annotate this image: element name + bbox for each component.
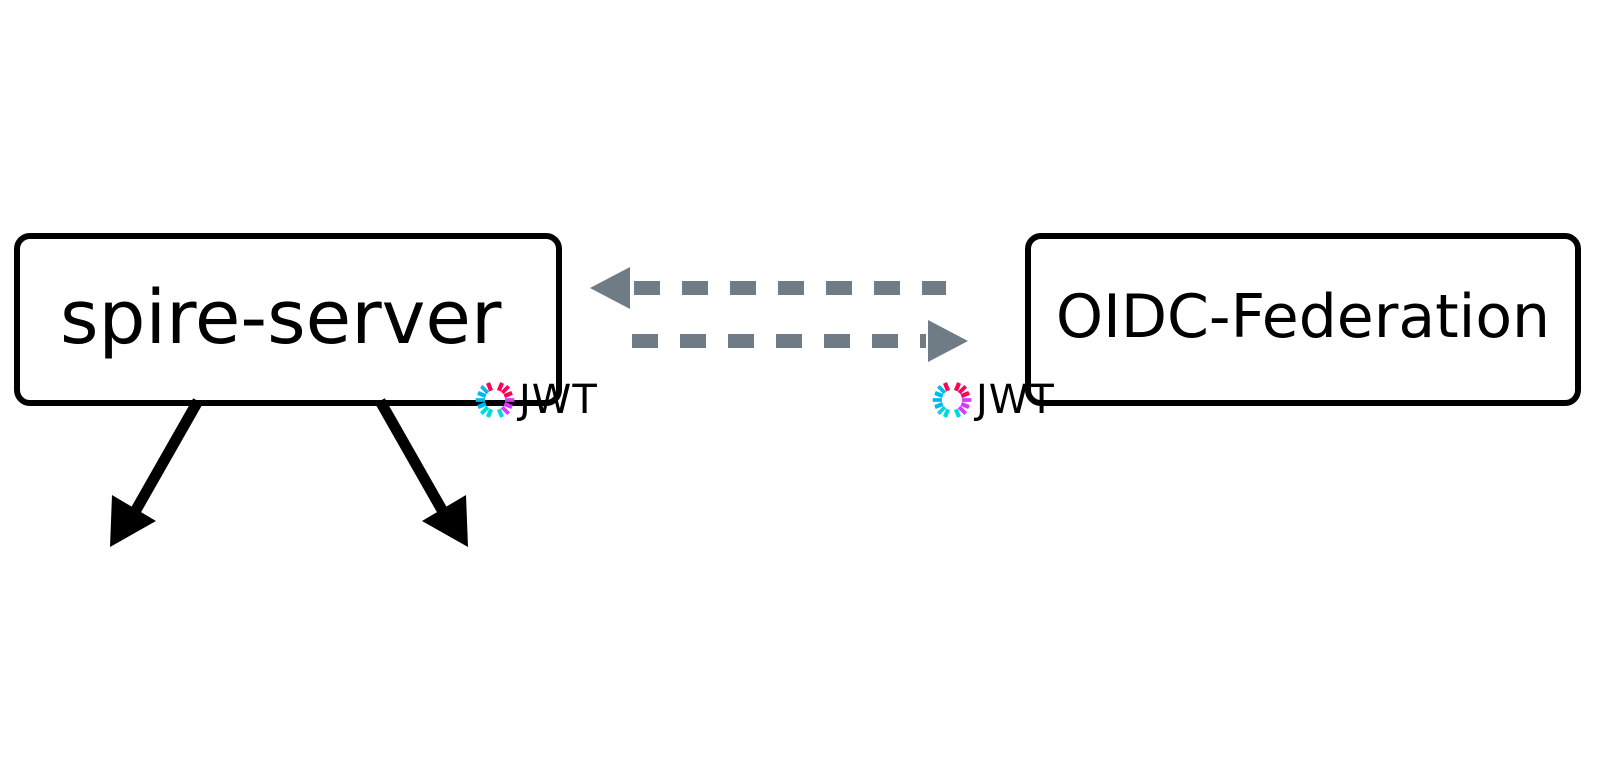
edge-spire-downstream-left [110,398,203,547]
edge-spire-downstream-right [375,398,468,547]
jwt-pinwheel-icon [475,379,515,421]
edge-spire-to-oidc[interactable] [630,318,970,364]
jwt-badge-label: JWT [519,377,598,423]
jwt-badge-spire-server: JWT [474,379,598,421]
node-spire-server-label: spire-server [60,274,502,361]
jwt-pinwheel-icon [932,379,972,421]
edge-oidc-to-spire[interactable] [588,265,948,311]
node-spire-server[interactable]: spire-server [14,233,562,406]
jwt-badge-oidc-federation: JWT [931,379,1055,421]
edges-spire-downstream [110,398,468,547]
node-oidc-federation-label: OIDC-Federation [1055,281,1551,352]
node-oidc-federation[interactable]: OIDC-Federation [1025,233,1581,406]
jwt-badge-label: JWT [976,377,1055,423]
